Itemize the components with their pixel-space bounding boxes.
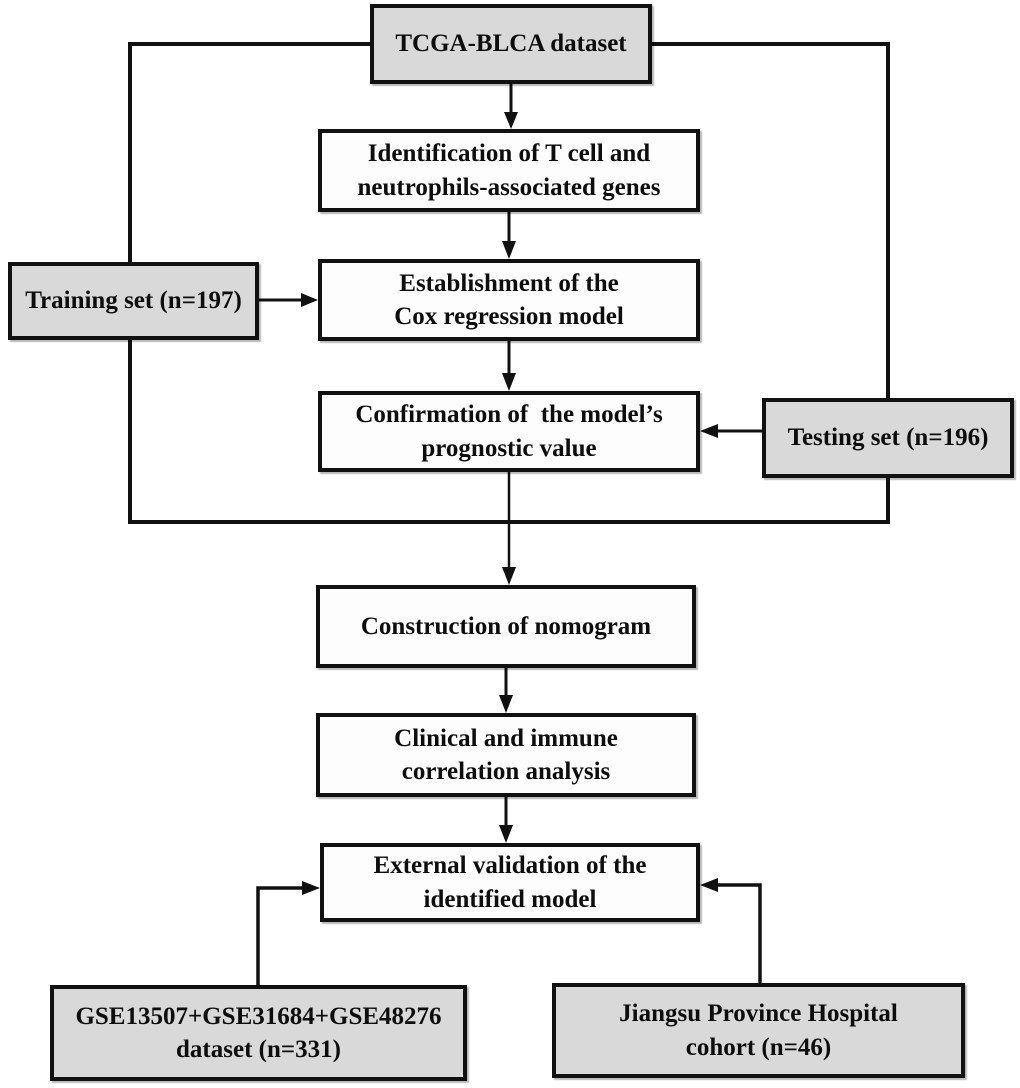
node-gse-dataset: GSE13507+GSE31684+GSE48276 dataset (n=33… <box>50 985 467 1081</box>
connector-clinical-to-external-arrowhead <box>499 825 513 843</box>
node-confirmation-prognostic-value-label: Confirmation of the model’s prognostic v… <box>355 401 663 462</box>
node-testing-set: Testing set (n=196) <box>762 398 1014 478</box>
connector-cox-to-confirmation-arrowhead <box>502 373 516 391</box>
node-cox-regression-model: Establishment of the Cox regression mode… <box>318 259 700 341</box>
node-cox-regression-model-label: Establishment of the Cox regression mode… <box>394 269 624 331</box>
node-clinical-immune-analysis: Clinical and immune correlation analysis <box>316 713 696 797</box>
node-identification-genes-label: Identification of T cell and neutrophils… <box>357 140 661 201</box>
node-external-validation-label: External validation of the identified mo… <box>373 852 647 913</box>
connector-gse-to-external-arrowhead <box>302 881 320 895</box>
node-testing-set-label: Testing set (n=196) <box>787 424 989 452</box>
node-training-set: Training set (n=197) <box>8 262 259 340</box>
node-tcga-blca-dataset-label: TCGA-BLCA dataset <box>395 30 627 58</box>
connector-gse-to-external <box>256 886 303 985</box>
connector-identification-to-cox-arrowhead <box>502 241 516 259</box>
node-clinical-immune-analysis-label: Clinical and immune correlation analysis <box>394 724 618 786</box>
node-construction-nomogram: Construction of nomogram <box>316 585 696 668</box>
node-identification-genes: Identification of T cell and neutrophils… <box>318 129 700 212</box>
node-confirmation-prognostic-value: Confirmation of the model’s prognostic v… <box>318 391 700 472</box>
connector-tcga-to-identification-arrowhead <box>504 112 518 129</box>
node-construction-nomogram-label: Construction of nomogram <box>360 612 652 640</box>
node-tcga-blca-dataset: TCGA-BLCA dataset <box>370 4 652 84</box>
connector-jiangsu-to-external <box>717 883 762 983</box>
connector-jiangsu-to-external-arrowhead <box>700 878 718 892</box>
connector-nomogram-to-clinical-arrowhead <box>499 695 513 713</box>
node-jiangsu-cohort: Jiangsu Province Hospital cohort (n=46) <box>552 983 965 1078</box>
connector-testing-to-confirmation-arrowhead <box>700 424 718 438</box>
node-external-validation: External validation of the identified mo… <box>320 843 700 922</box>
node-jiangsu-cohort-label: Jiangsu Province Hospital cohort (n=46) <box>619 1000 898 1061</box>
node-gse-dataset-label: GSE13507+GSE31684+GSE48276 dataset (n=33… <box>75 1002 442 1064</box>
node-training-set-label: Training set (n=197) <box>25 287 242 315</box>
connector-training-to-cox-arrowhead <box>301 293 318 307</box>
connector-confirmation-to-nomogram-arrowhead <box>502 567 516 585</box>
